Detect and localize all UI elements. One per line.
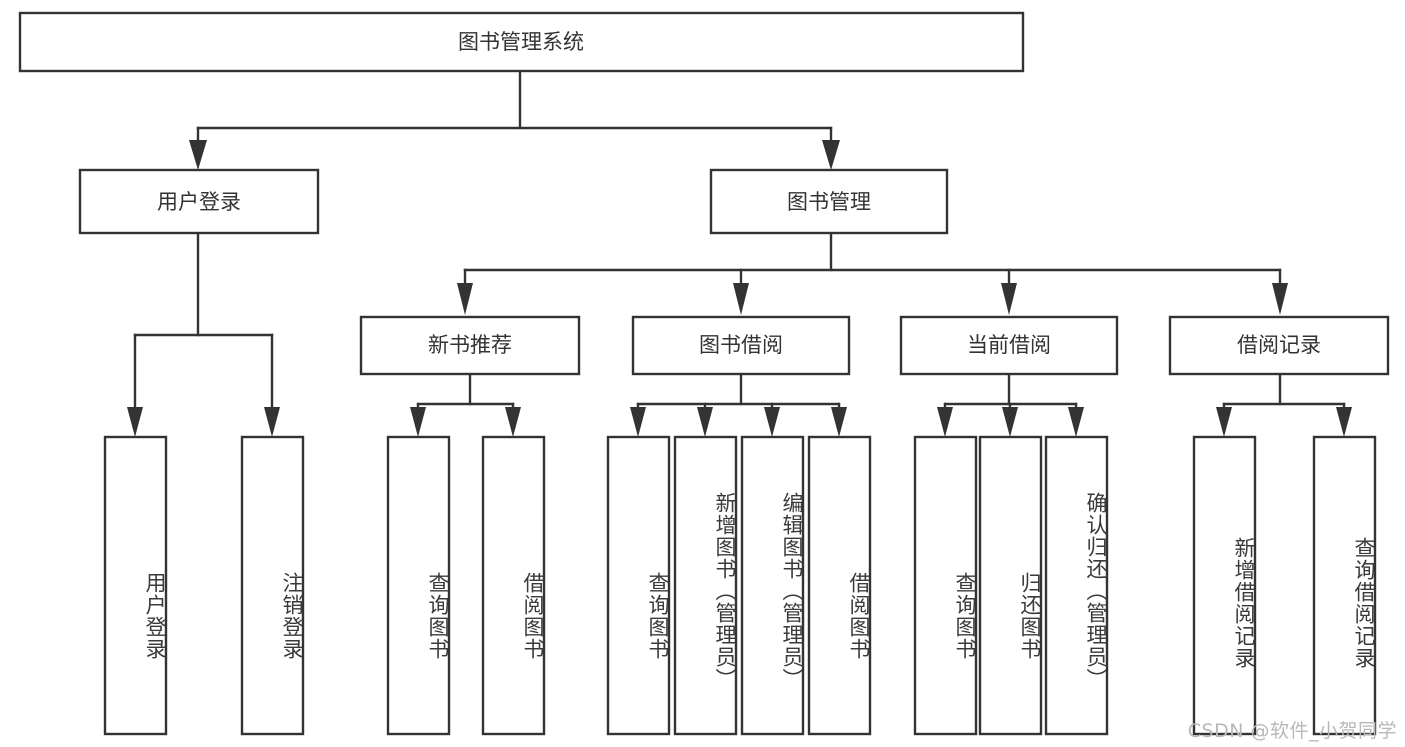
- node-user-login[interactable]: 用户登录: [78, 168, 320, 235]
- leaf-box-current-borrow-2[interactable]: [978, 435, 1043, 736]
- leaf-box-group: [103, 435, 1377, 736]
- arrow-head-book-borrow-leaf-3: [764, 407, 780, 437]
- arrow-head-book-borrow-leaf-2: [697, 407, 713, 437]
- arrow-head-borrow-record-leaf-1: [1216, 407, 1232, 437]
- leaf-box-user-login-1[interactable]: [103, 435, 168, 736]
- csdn-watermark: CSDN @软件_小贺同学: [1187, 720, 1397, 742]
- arrow-head-current-borrow-leaf-1: [937, 407, 953, 437]
- leaf-box-new-book-1[interactable]: [386, 435, 451, 736]
- arrow-head-new-book-leaf-2: [505, 407, 521, 437]
- node-new-book-recommend[interactable]: 新书推荐: [359, 315, 581, 376]
- node-borrow-record-box[interactable]: [1168, 315, 1390, 376]
- leaf-box-borrow-record-1[interactable]: [1192, 435, 1257, 736]
- leaf-box-current-borrow-3[interactable]: [1044, 435, 1109, 736]
- arrow-head-book-mgmt: [822, 140, 840, 170]
- arrow-head-borrow-record-leaf-2: [1336, 407, 1352, 437]
- node-root[interactable]: 图书管理系统: [18, 11, 1025, 73]
- node-root-box[interactable]: [18, 11, 1025, 73]
- node-borrow-record-label: 借阅记录: [1237, 333, 1321, 357]
- node-book-management-label: 图书管理: [787, 190, 871, 214]
- leaf-box-new-book-2[interactable]: [481, 435, 546, 736]
- arrow-head-book-borrow-leaf-4: [831, 407, 847, 437]
- node-book-borrow[interactable]: 图书借阅: [631, 315, 851, 376]
- arrow-head-current-borrow-leaf-3: [1068, 407, 1084, 437]
- node-book-borrow-box[interactable]: [631, 315, 851, 376]
- node-current-borrow-box[interactable]: [899, 315, 1119, 376]
- arrow-head-current-borrow: [1001, 283, 1017, 315]
- arrow-head-current-borrow-leaf-2: [1002, 407, 1018, 437]
- arrow-head-book-borrow: [733, 283, 749, 315]
- leaf-box-borrow-record-2[interactable]: [1312, 435, 1377, 736]
- arrow-head-new-book: [457, 283, 473, 315]
- connector-group: [127, 69, 1352, 437]
- leaf-box-book-borrow-2[interactable]: [673, 435, 738, 736]
- leaf-box-current-borrow-1[interactable]: [913, 435, 978, 736]
- node-current-borrow[interactable]: 当前借阅: [899, 315, 1119, 376]
- node-new-book-recommend-label: 新书推荐: [428, 333, 512, 357]
- arrow-head-user-login: [189, 140, 207, 170]
- leaf-box-book-borrow-3[interactable]: [740, 435, 805, 736]
- node-root-label: 图书管理系统: [458, 30, 584, 54]
- arrow-head-leaf-user-login-1: [127, 407, 143, 437]
- node-new-book-recommend-box[interactable]: [359, 315, 581, 376]
- node-book-management-box[interactable]: [709, 168, 949, 235]
- node-user-login-box[interactable]: [78, 168, 320, 235]
- node-user-login-label: 用户登录: [157, 190, 241, 214]
- arrow-head-new-book-leaf-1: [410, 407, 426, 437]
- node-borrow-record[interactable]: 借阅记录: [1168, 315, 1390, 376]
- node-current-borrow-label: 当前借阅: [967, 333, 1051, 357]
- arrow-head-book-borrow-leaf-1: [630, 407, 646, 437]
- leaf-box-user-login-2[interactable]: [240, 435, 305, 736]
- leaf-box-book-borrow-4[interactable]: [807, 435, 872, 736]
- arrow-head-leaf-user-login-2: [264, 407, 280, 437]
- node-book-management[interactable]: 图书管理: [709, 168, 949, 235]
- arrow-head-borrow-record: [1272, 283, 1288, 315]
- leaf-box-book-borrow-1[interactable]: [606, 435, 671, 736]
- node-book-borrow-label: 图书借阅: [699, 333, 783, 357]
